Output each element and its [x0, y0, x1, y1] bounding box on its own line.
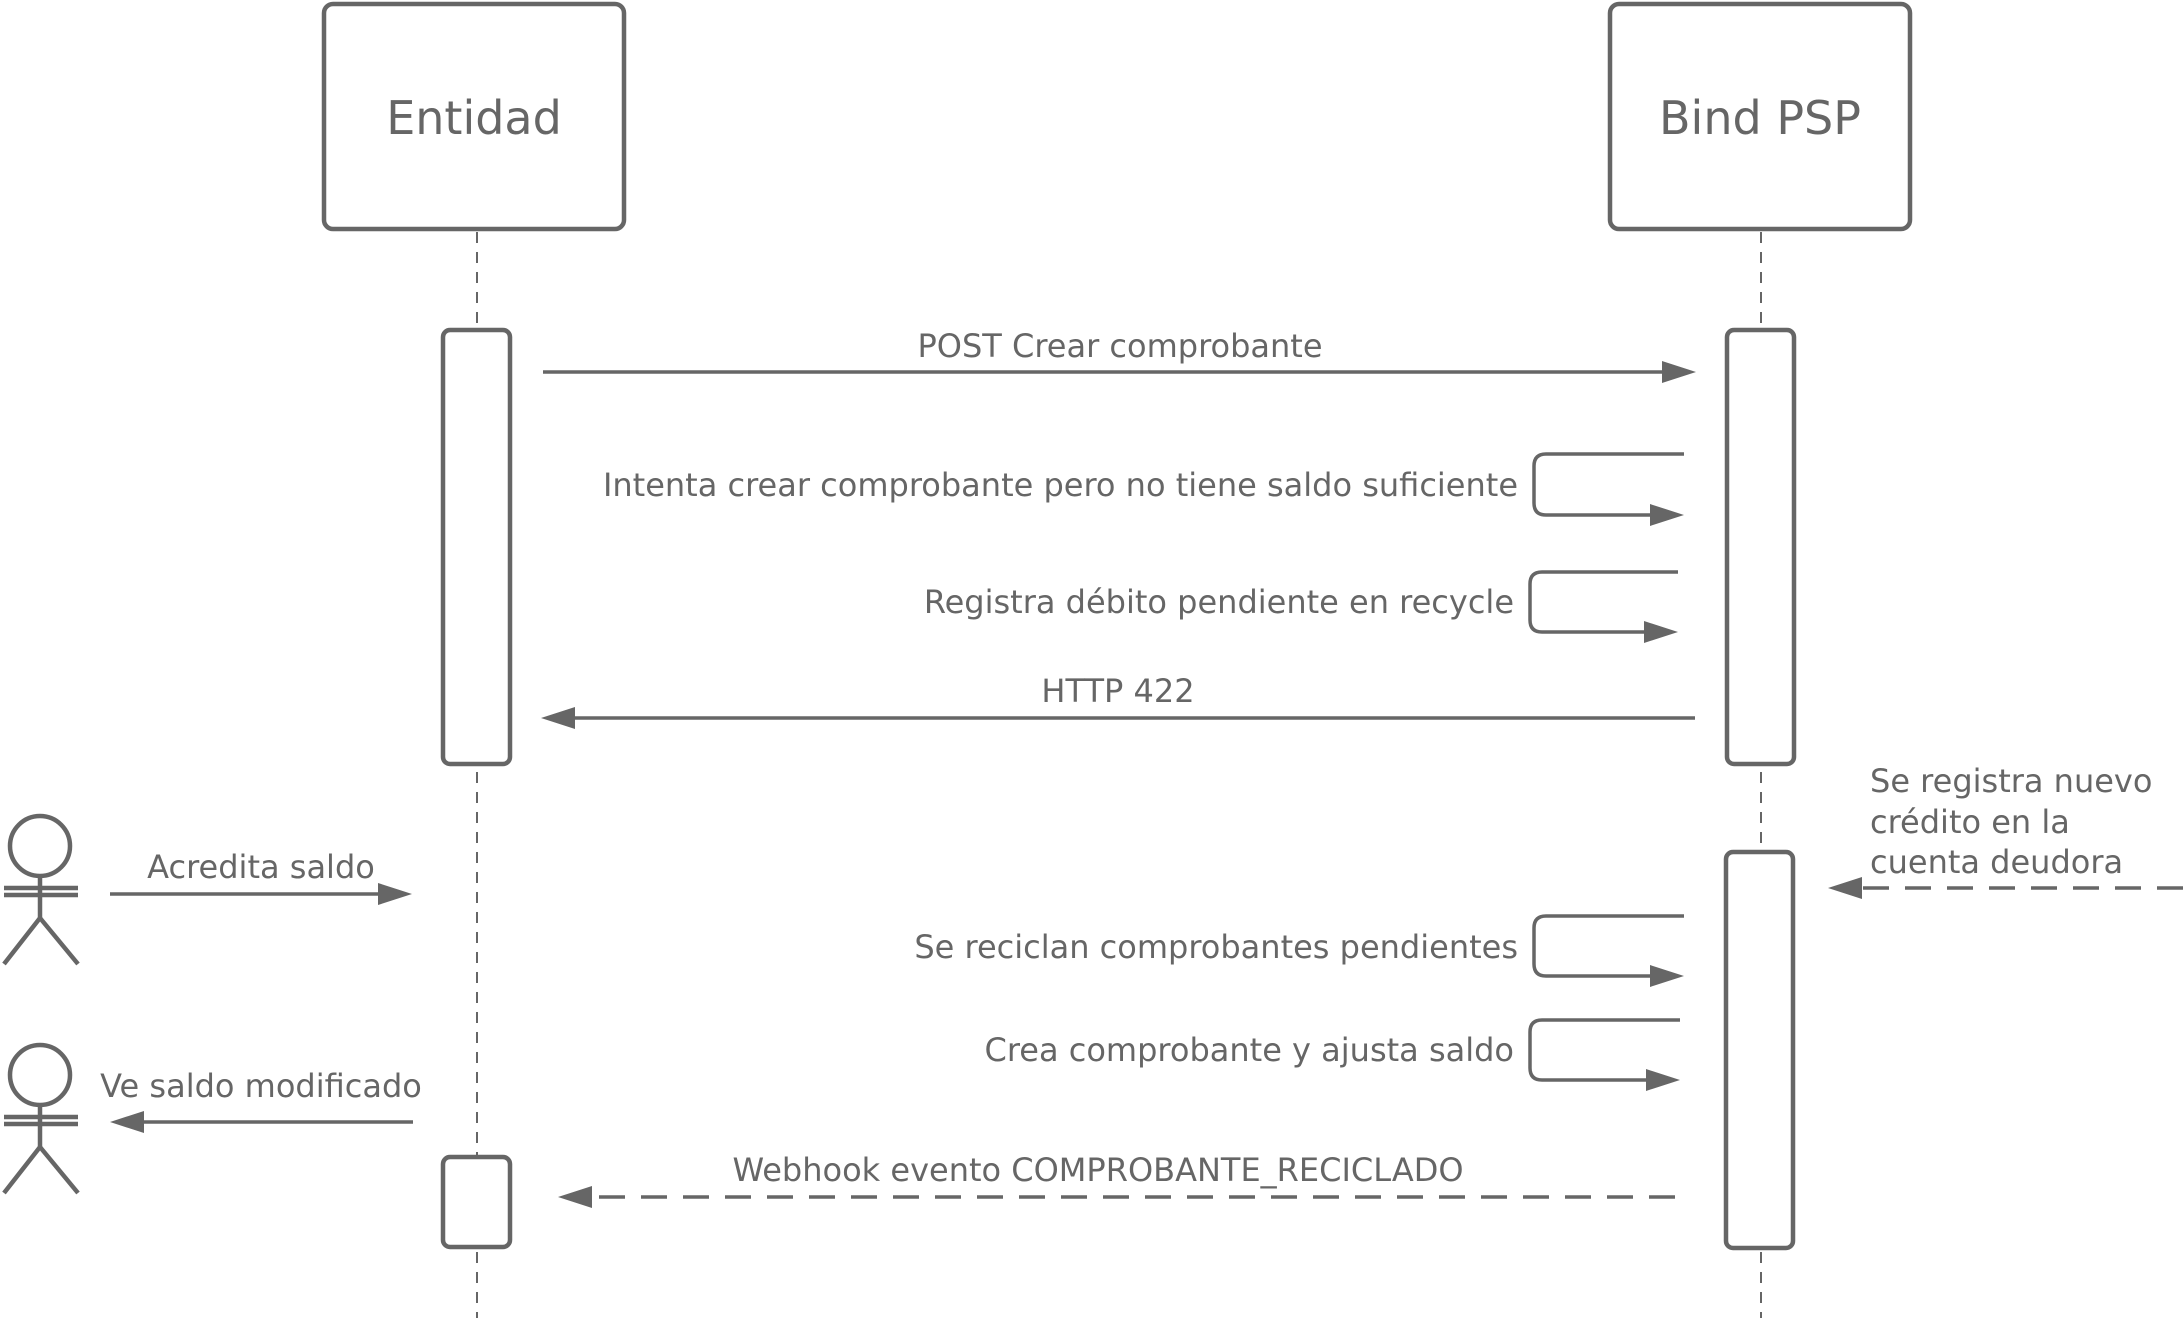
- participant-entidad-label: Entidad: [386, 91, 562, 145]
- participant-entidad: Entidad: [321, 1, 627, 232]
- activation-bind-2: [1723, 849, 1796, 1251]
- message-se-reciclan-label: Se reciclan comprobantes pendientes: [914, 928, 1518, 966]
- message-http-422-label: HTTP 422: [1041, 672, 1194, 710]
- message-http-422: HTTP 422: [541, 672, 1695, 729]
- message-ve-saldo-label: Ve saldo modificado: [100, 1067, 422, 1105]
- message-webhook: Webhook evento COMPROBANTE_RECICLADO: [558, 1151, 1675, 1208]
- activation-entidad-1: [440, 327, 513, 767]
- message-crea-comprobante-label: Crea comprobante y ajusta saldo: [984, 1031, 1514, 1069]
- message-post-crear-label: POST Crear comprobante: [917, 327, 1322, 365]
- message-se-reciclan: Se reciclan comprobantes pendientes: [914, 914, 1684, 987]
- message-se-registra-line-3: cuenta deudora: [1870, 843, 2123, 881]
- message-acredita-saldo-label: Acredita saldo: [147, 848, 375, 886]
- message-se-registra-line-2: crédito en la: [1870, 803, 2070, 841]
- message-registra-debito: Registra débito pendiente en recycle: [924, 570, 1678, 643]
- message-registra-debito-label: Registra débito pendiente en recycle: [924, 583, 1514, 621]
- message-post-crear: POST Crear comprobante: [543, 327, 1696, 383]
- message-acredita-saldo: Acredita saldo: [110, 848, 412, 905]
- message-intenta-crear-label: Intenta crear comprobante pero no tiene …: [603, 466, 1518, 504]
- participant-bind: Bind PSP: [1607, 1, 1913, 232]
- message-se-registra: Se registra nuevo crédito en la cuenta d…: [1828, 762, 2183, 899]
- actor-icon: [2, 813, 80, 966]
- participant-bind-label: Bind PSP: [1659, 91, 1861, 145]
- actor-icon: [2, 1042, 80, 1195]
- message-webhook-label: Webhook evento COMPROBANTE_RECICLADO: [732, 1151, 1463, 1189]
- message-ve-saldo: Ve saldo modificado: [100, 1067, 422, 1133]
- message-crea-comprobante: Crea comprobante y ajusta saldo: [984, 1018, 1680, 1091]
- activation-entidad-2: [440, 1154, 513, 1250]
- message-intenta-crear: Intenta crear comprobante pero no tiene …: [603, 452, 1684, 526]
- message-se-registra-line-1: Se registra nuevo: [1870, 762, 2152, 800]
- activation-bind-1: [1724, 327, 1797, 767]
